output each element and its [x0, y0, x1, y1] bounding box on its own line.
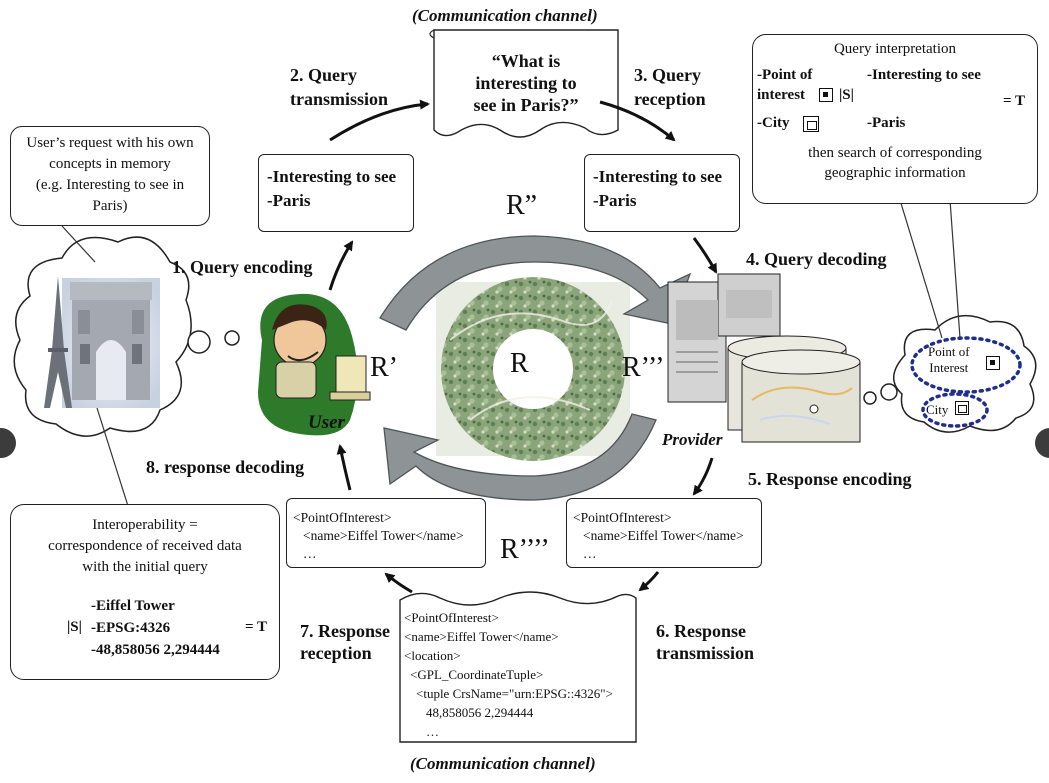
cycle-r1: R’	[370, 352, 398, 383]
pt-city: City	[926, 402, 949, 417]
interop-values: -Eiffel Tower -EPSG:4326 -48,858056 2,29…	[91, 598, 220, 658]
arrow-reception	[599, 100, 676, 142]
database-map-icon	[727, 335, 861, 443]
arrow-decoding	[692, 237, 718, 274]
user-thought-dot-small	[224, 330, 240, 346]
encoded-query-right: -Interesting to see -Paris	[584, 154, 740, 232]
step-3-label-a: 3. Query	[634, 65, 701, 85]
user-label: User	[308, 412, 345, 433]
user-thought-box: User’s request with his own concepts in …	[10, 126, 210, 226]
cycle-r3: R’’’	[622, 352, 665, 383]
query-interpretation-title: Query interpretation	[833, 41, 957, 57]
query-interp-pointer-2	[949, 199, 961, 339]
arrow-transmission	[329, 99, 430, 142]
qi-foot-1: then search of corresponding	[808, 145, 982, 161]
interoperability-box: Interoperability = correspondence of rec…	[10, 504, 280, 680]
step-7-label-b: reception	[300, 643, 372, 663]
qi-paris: -Paris	[867, 115, 906, 131]
step-3-label-b: reception	[634, 89, 706, 109]
cycle-r4: R’’’’	[500, 534, 550, 565]
query-interp-pointer-1	[899, 199, 943, 339]
provider-label: Provider	[662, 430, 723, 449]
cycle-r2: R”	[506, 190, 538, 221]
qi-eq: = T	[1003, 93, 1026, 109]
pt-city-icon	[955, 401, 969, 415]
qi-city: -City	[757, 115, 790, 131]
interop-pointer	[96, 407, 129, 507]
arrow-response-transmission	[638, 571, 660, 592]
step-7-label-a: 7. Response	[300, 621, 391, 641]
step-2-label-b: transmission	[290, 89, 389, 109]
point-of-interest-icon	[819, 88, 833, 102]
user-thought-pointer	[61, 225, 96, 263]
qi-s: |S|	[839, 87, 854, 103]
query-interpretation-box: Query interpretation -Point of interest …	[752, 34, 1038, 204]
step-6-label-a: 6. Response	[656, 621, 747, 641]
step-1-label: 1. Query encoding	[172, 257, 313, 277]
pt-poi: Point of Interest	[928, 344, 970, 375]
provider-thought-dot-large	[880, 383, 898, 401]
arrow-response-encoding	[692, 457, 714, 496]
cycle-arrow-bottom	[383, 413, 657, 501]
step-4-label: 4. Query decoding	[746, 249, 887, 269]
step-2-label-a: 2. Query	[290, 65, 357, 85]
qi-interesting: -Interesting to see	[867, 67, 981, 83]
cycle-r: R	[510, 348, 529, 379]
interop-text: Interoperability = correspondence of rec…	[48, 517, 242, 575]
interop-eq: = T	[245, 619, 268, 635]
qi-point-of: -Point of	[757, 67, 813, 83]
user-thought-dot-large	[187, 330, 211, 354]
arrow-encoding	[328, 240, 354, 291]
xml-box-right: <PointOfInterest> <name>Eiffel Tower</na…	[566, 498, 762, 568]
provider-thought-dot-small	[863, 391, 877, 405]
top-channel-scroll	[433, 29, 619, 138]
interop-s: |S|	[67, 619, 82, 635]
city-icon	[803, 116, 819, 132]
server-icon	[667, 273, 781, 403]
map-ring	[436, 277, 630, 461]
qi-interest: interest	[757, 87, 806, 103]
qi-foot-2: geographic information	[824, 165, 966, 181]
bottom-channel-caption: (Communication channel)	[410, 754, 596, 773]
user-at-computer-icon	[258, 293, 371, 436]
city-dotted-ellipse	[921, 392, 989, 428]
poi-dotted-ellipse	[910, 336, 1022, 394]
arrow-response-reception	[384, 572, 413, 594]
next-slide-button[interactable]	[1035, 428, 1049, 458]
bottom-channel-scroll	[399, 591, 637, 743]
top-channel-caption: (Communication channel)	[412, 6, 598, 25]
arrow-response-decoding	[336, 444, 352, 491]
xml-channel: <PointOfInterest> <name>Eiffel Tower</na…	[404, 610, 613, 739]
step-8-label: 8. response decoding	[146, 457, 305, 477]
eiffel-tower-icon	[44, 276, 72, 408]
step-5-label: 5. Response encoding	[748, 469, 912, 489]
encoded-query-left: -Interesting to see -Paris	[258, 154, 414, 232]
prev-slide-button[interactable]	[0, 428, 16, 458]
step-6-label-b: transmission	[656, 643, 755, 663]
arc-de-triomphe-icon	[62, 278, 160, 408]
xml-box-left: <PointOfInterest> <name>Eiffel Tower</na…	[286, 498, 486, 568]
pt-point-of-interest-icon	[986, 356, 1000, 370]
query-speech: “What is interesting to see in Paris?”	[473, 51, 579, 115]
